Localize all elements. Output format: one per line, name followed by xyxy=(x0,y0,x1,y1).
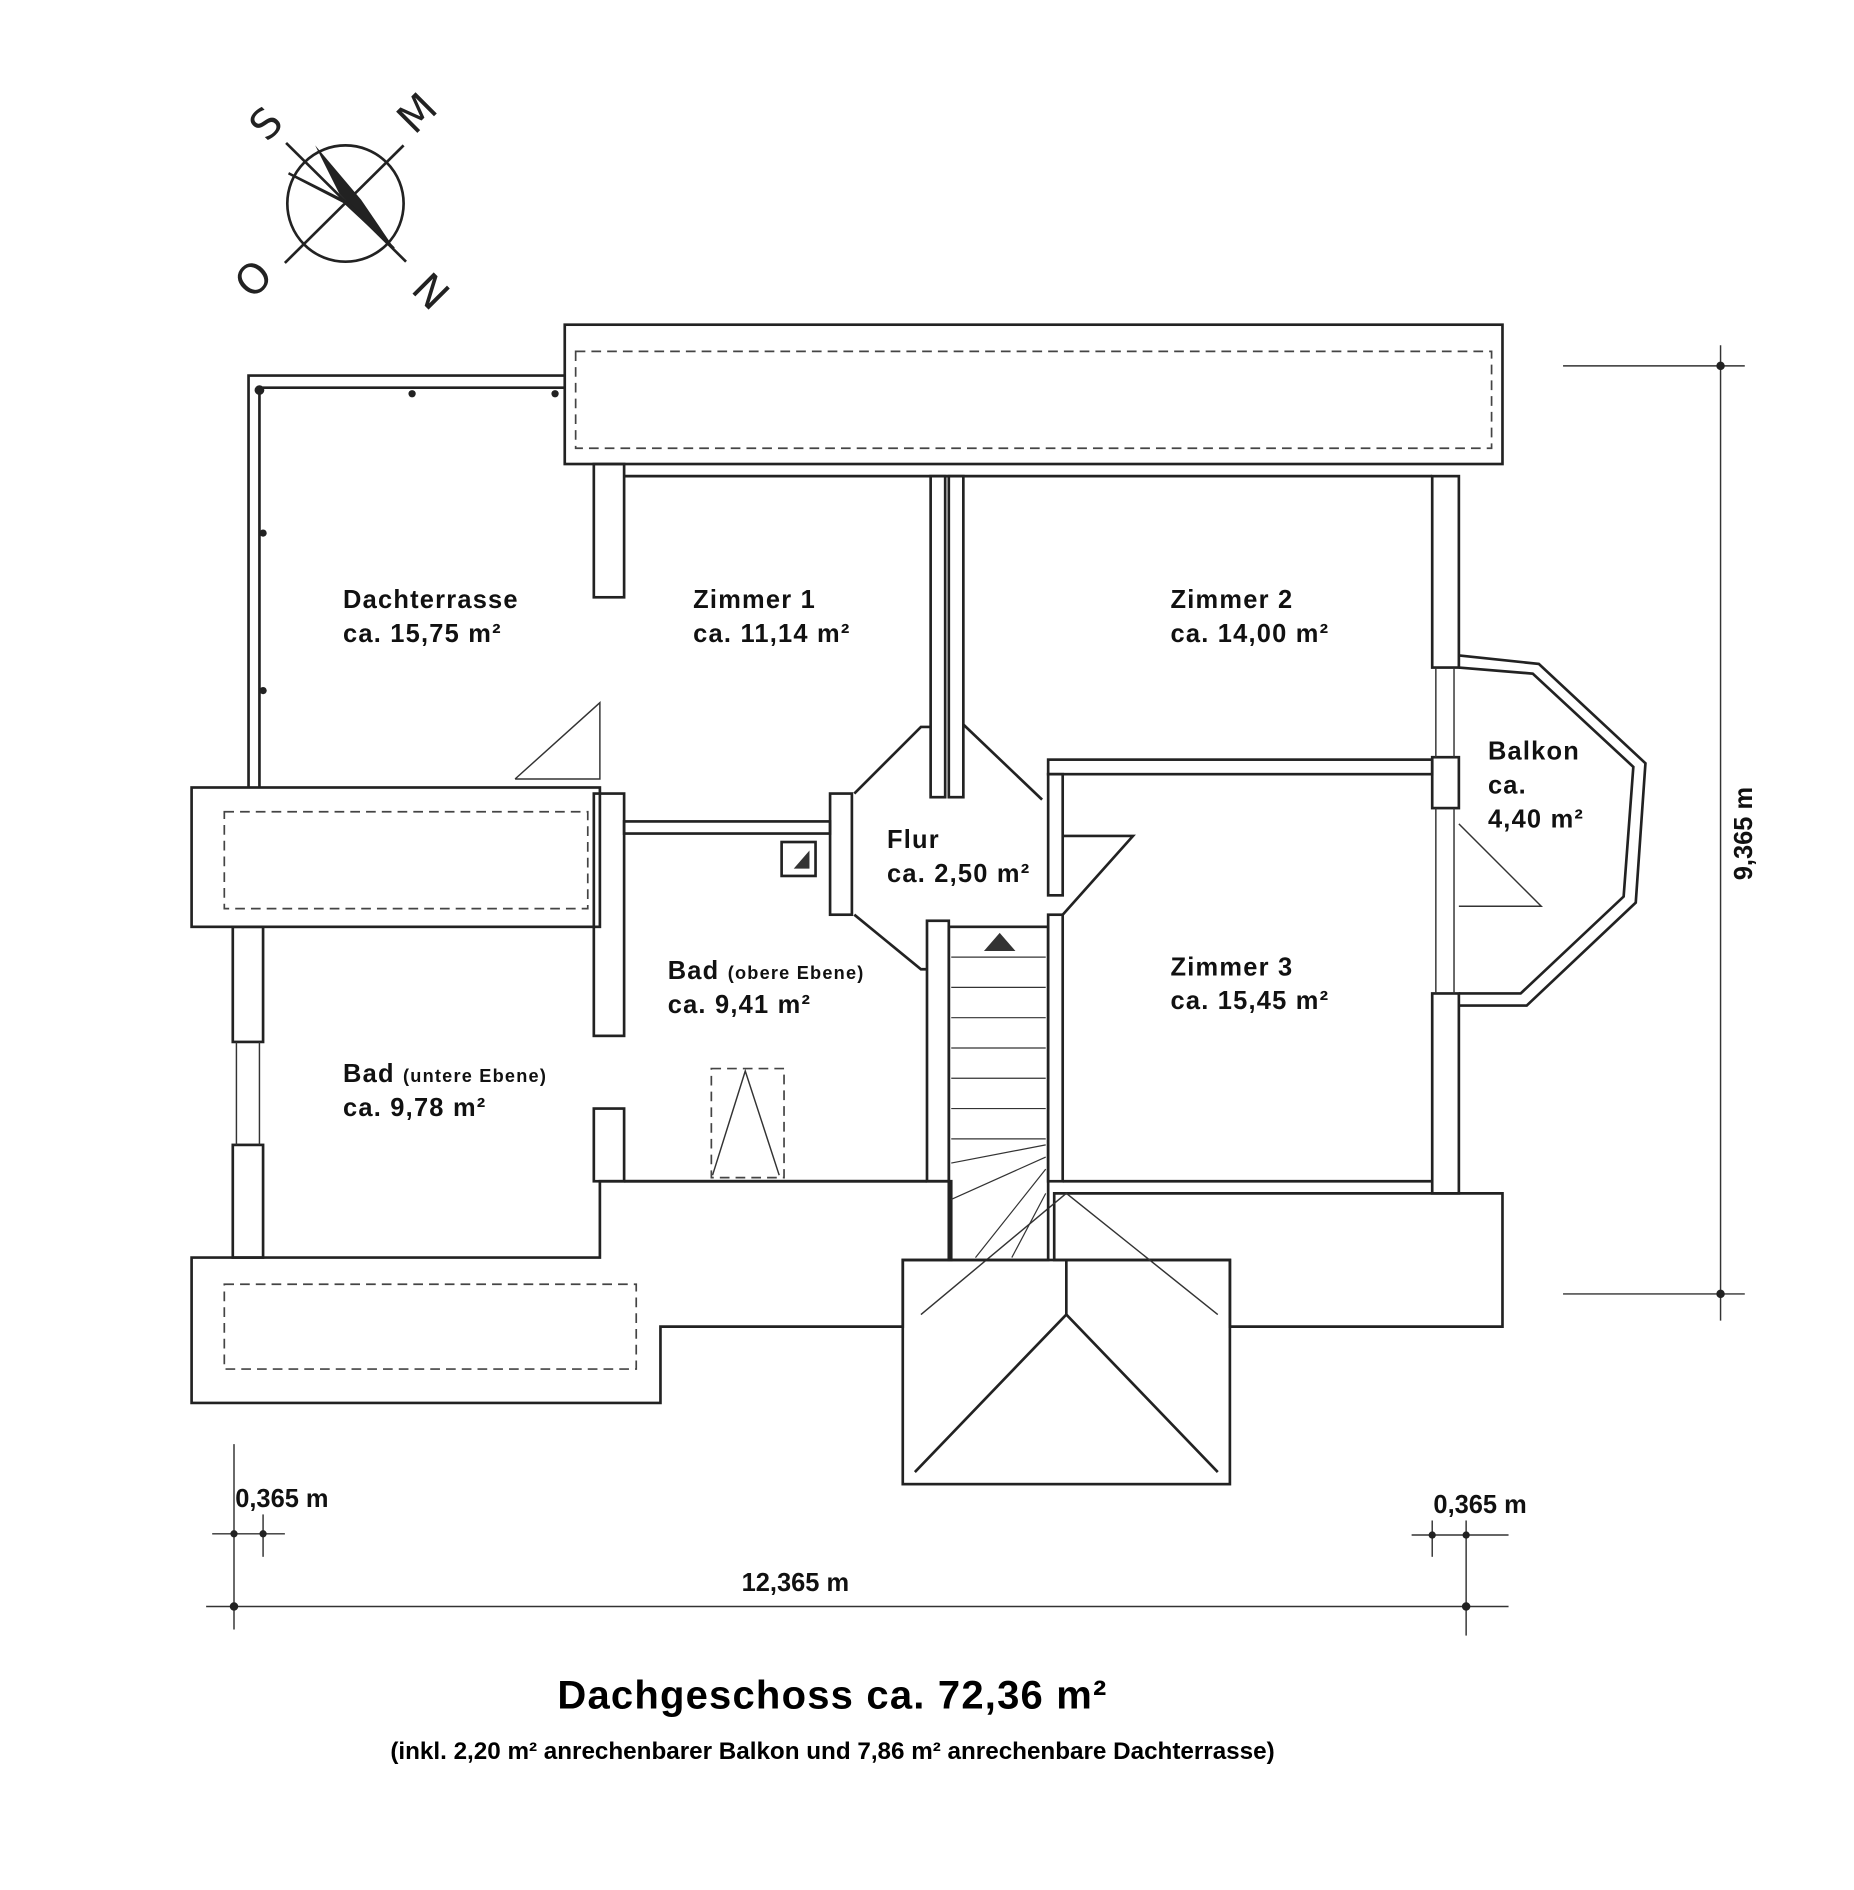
room-name-zimmer1: Zimmer 1 xyxy=(693,586,816,614)
room-area-bad-unten: ca. 9,78 m² xyxy=(343,1094,486,1122)
flur-outline xyxy=(853,723,1136,971)
room-ca-balkon: ca. xyxy=(1488,772,1527,800)
room-area-dachterrasse: ca. 15,75 m² xyxy=(343,620,502,648)
door-swing xyxy=(514,701,601,780)
dimension-wall-right: 0,365 m xyxy=(1433,1491,1526,1519)
room-name-bad-unten: Bad (untere Ebene) xyxy=(343,1060,547,1088)
room-name-zimmer2: Zimmer 2 xyxy=(1171,586,1294,614)
roof-areas xyxy=(190,323,1504,1486)
room-area-balkon: 4,40 m² xyxy=(1488,805,1584,833)
compass-label-m: M xyxy=(388,84,447,143)
stair-arrow-icon xyxy=(983,932,1016,952)
compass-label-n: N xyxy=(403,264,459,320)
room-area-flur: ca. 2,50 m² xyxy=(887,860,1030,888)
room-name-flur: Flur xyxy=(887,826,940,854)
dachterrasse-outline xyxy=(247,374,601,788)
room-name-balkon: Balkon xyxy=(1488,738,1580,766)
floor-subtitle: (inkl. 2,20 m² anrechenbarer Balkon und … xyxy=(390,1738,1274,1765)
floor-title: Dachgeschoss ca. 72,36 m² xyxy=(557,1673,1107,1717)
roof-left-middle xyxy=(190,786,602,929)
room-area-zimmer2: ca. 14,00 m² xyxy=(1171,620,1330,648)
door-swing xyxy=(1458,823,1544,907)
staircase xyxy=(947,925,1050,1262)
room-name-bad-oben: Bad (obere Ebene) xyxy=(668,957,865,985)
walls xyxy=(231,462,1461,1259)
room-name-zimmer3: Zimmer 3 xyxy=(1171,953,1294,981)
room-area-zimmer3: ca. 15,45 m² xyxy=(1171,987,1330,1015)
dimension-wall-left: 0,365 m xyxy=(235,1485,328,1513)
balkon-outline xyxy=(1458,654,1647,1007)
compass-circle xyxy=(285,144,405,264)
room-name-dachterrasse: Dachterrasse xyxy=(343,586,519,614)
room-labels: Dachterrasse ca. 15,75 m² Zimmer 1 ca. 1… xyxy=(343,586,1584,1122)
dimension-lines: 9,365 m 0,365 m 0,365 m 12,365 m xyxy=(206,345,1758,1636)
compass-rose: S M O N xyxy=(225,84,458,320)
compass-label-o: O xyxy=(225,251,282,308)
compass-needle-icon xyxy=(315,145,400,257)
dimension-height: 9,365 m xyxy=(1730,787,1758,880)
roof-window-icon xyxy=(710,1067,785,1179)
chimney-icon xyxy=(780,840,817,878)
room-area-bad-oben: ca. 9,41 m² xyxy=(668,991,811,1019)
compass-label-s: S xyxy=(240,98,292,150)
roof-top xyxy=(563,323,1504,466)
room-area-zimmer1: ca. 11,14 m² xyxy=(693,620,850,648)
dimension-width: 12,365 m xyxy=(742,1569,850,1597)
